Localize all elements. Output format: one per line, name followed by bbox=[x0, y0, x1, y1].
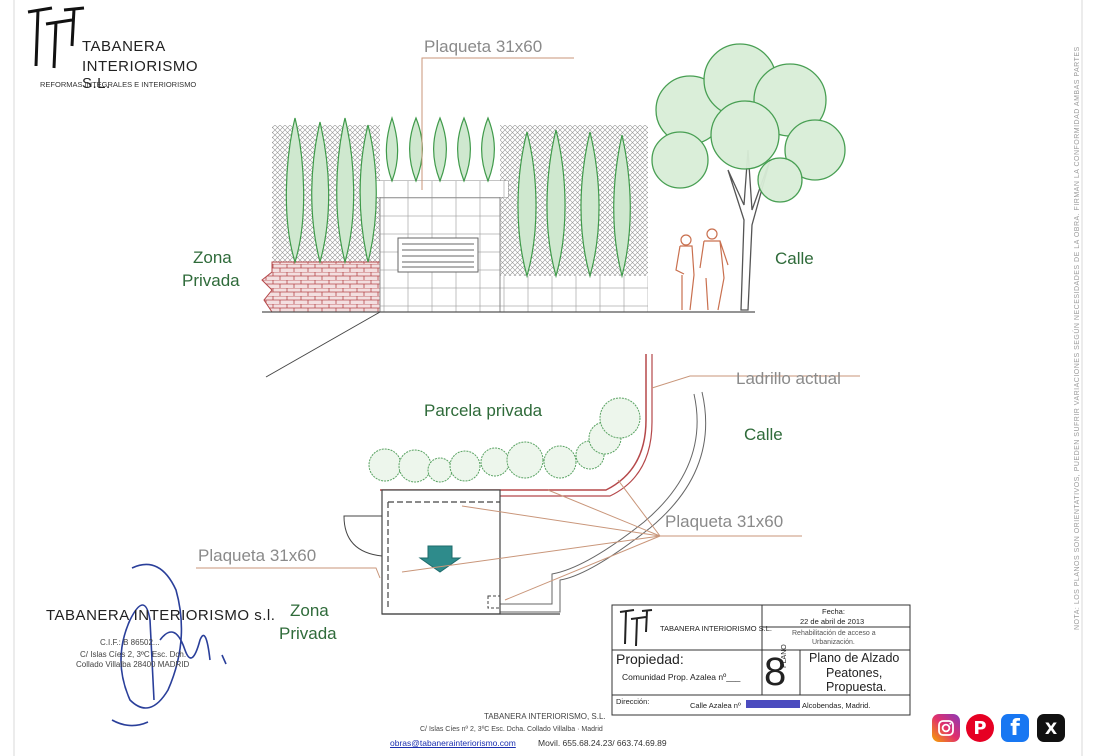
zona-privada-top-line2: Privada bbox=[182, 271, 240, 290]
tb-fecha-value: 22 de abril de 2013 bbox=[800, 617, 865, 626]
pedestrians bbox=[675, 228, 729, 311]
pillar-cap-tiles bbox=[372, 181, 508, 197]
tb-propiedad-label: Propiedad: bbox=[616, 651, 684, 667]
plan-view bbox=[196, 354, 860, 615]
tb-plano-title-line1: Plano de Alzado bbox=[809, 651, 900, 665]
tb-project-line2: Urbanización. bbox=[812, 639, 855, 646]
letterbox-marker bbox=[487, 595, 501, 609]
tb-plano-title-line3: Propuesta. bbox=[826, 680, 887, 694]
elevation-view bbox=[261, 43, 846, 378]
entrance-dashed-zone bbox=[387, 501, 500, 608]
pedestrian-door-swing bbox=[343, 515, 383, 557]
plaqueta-leader-top bbox=[421, 57, 574, 190]
stamp-company: TABANERA INTERIORISMO s.l. bbox=[46, 607, 276, 624]
tb-company: TABANERA INTERIORISMO S.L. bbox=[660, 624, 772, 633]
zona-privada-top-line1: Zona bbox=[193, 248, 232, 267]
logo-line2: INTERIORISMO S.L. bbox=[82, 58, 199, 92]
tb-direccion-street: Calle Azalea nº bbox=[690, 701, 741, 710]
tb-plano-title-line2: Peatones, bbox=[826, 666, 883, 680]
plaqueta-label-top: Plaqueta 31x60 bbox=[424, 37, 543, 56]
shrubs bbox=[368, 397, 641, 483]
title-block bbox=[611, 604, 911, 716]
instagram-glyph-icon bbox=[938, 720, 954, 736]
title-block-logo-icon bbox=[619, 609, 653, 647]
tb-propiedad-value: Comunidad Prop. Azalea nº___ bbox=[622, 672, 741, 682]
logo-line1: TABANERA bbox=[82, 38, 166, 55]
cypress-trees bbox=[285, 116, 631, 279]
zona-privada-plan-line2: Privada bbox=[279, 624, 337, 643]
footer-company: TABANERA INTERIORISMO, S.L. bbox=[484, 712, 606, 721]
footer-address: C/ Islas Cíes nº 2, 3ºC Esc. Dcha. Colla… bbox=[420, 726, 603, 733]
side-note-text: NOTA: LOS PLANOS SON ORIENTATIVOS, PUEDE… bbox=[1074, 46, 1081, 630]
plaqueta-label-right: Plaqueta 31x60 bbox=[665, 512, 784, 531]
street-kerb-outer bbox=[500, 391, 707, 613]
tb-fecha-label: Fecha: bbox=[822, 607, 845, 616]
instagram-icon[interactable] bbox=[932, 714, 960, 742]
company-logo: TABANERA INTERIORISMO S.L. REFORMAS INTE… bbox=[20, 6, 200, 92]
ladrillo-actual-label: Ladrillo actual bbox=[736, 369, 841, 388]
stamp-cif: C.I.F.: B 86502... bbox=[100, 638, 160, 647]
calle-label-plan: Calle bbox=[744, 425, 783, 444]
street-kerb-inner bbox=[500, 393, 698, 605]
footer-phones: Movil. 655.68.24.23/ 663.74.69.89 bbox=[538, 738, 667, 748]
tb-project-line1: Rehabilitación de acceso a bbox=[792, 630, 876, 637]
tb-plano-number: 8 bbox=[764, 650, 787, 694]
mailbox-slats bbox=[402, 243, 474, 268]
facebook-icon[interactable]: f bbox=[1001, 714, 1029, 742]
footer-email-link[interactable]: obras@tabanerainteriorismo.com bbox=[390, 738, 516, 748]
tb-plano-label: PLANO bbox=[781, 644, 788, 668]
street-tree bbox=[651, 43, 846, 311]
stamp-city: Collado Villalba 28400 MADRID bbox=[76, 660, 190, 669]
tiled-low-wall bbox=[500, 276, 648, 312]
brick-wall bbox=[261, 261, 381, 313]
zona-privada-plan-line1: Zona bbox=[290, 601, 329, 620]
plan-leaders bbox=[196, 375, 860, 601]
logo-mark-icon bbox=[27, 6, 85, 69]
side-note: NOTA: LOS PLANOS SON ORIENTATIVOS, PUEDE… bbox=[1074, 40, 1086, 630]
signature-scribble bbox=[111, 563, 227, 727]
redacted-address bbox=[746, 700, 800, 708]
section-line bbox=[265, 311, 381, 378]
boundary-wall bbox=[380, 354, 647, 491]
calle-label-top: Calle bbox=[775, 249, 814, 268]
stamp-address: C/ Islas Cíes 2, 3ºC Esc. Dch. bbox=[80, 650, 187, 659]
tb-direccion-label: Dirección: bbox=[616, 697, 650, 706]
plaqueta-label-left: Plaqueta 31x60 bbox=[198, 546, 317, 565]
logo-tagline: REFORMAS INTEGRALES E INTERIORISMO bbox=[40, 80, 197, 89]
tb-direccion-city: Alcobendas, Madrid. bbox=[802, 701, 871, 710]
x-icon[interactable]: X bbox=[1037, 714, 1065, 742]
parcela-privada-label: Parcela privada bbox=[424, 401, 543, 420]
pinterest-icon[interactable]: P bbox=[966, 714, 994, 742]
boundary-wall-inner bbox=[500, 354, 653, 497]
